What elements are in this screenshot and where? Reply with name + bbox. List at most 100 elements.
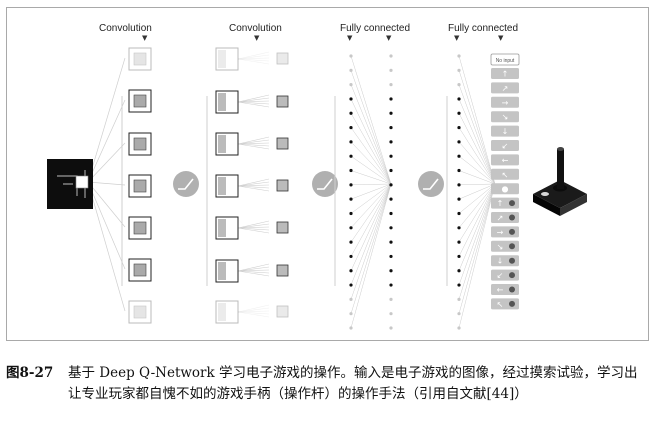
- figure-number: 图8-27: [6, 365, 54, 381]
- edge-conv2-pool: [237, 51, 270, 60]
- no-input-label: No input: [496, 58, 515, 64]
- right-arrow-key: [491, 96, 519, 108]
- fc1-node: [349, 283, 353, 287]
- fc3-node: [457, 125, 461, 130]
- edge-conv2-pool: [237, 263, 270, 272]
- fc2-node: [389, 269, 393, 273]
- fc1-node: [349, 326, 353, 330]
- edge-conv2-pool: [237, 136, 270, 145]
- edge-fc3-output: [458, 183, 496, 257]
- fc2-node: [389, 68, 393, 72]
- down-arrow-icon: ↓: [502, 127, 509, 136]
- up-right-arrow-key: [491, 82, 519, 94]
- edge-fc1-fc2: [350, 183, 392, 300]
- fc2-node: [389, 297, 393, 301]
- edge-input-conv1: [87, 181, 126, 186]
- fire-button-icon: [509, 200, 515, 207]
- edge-fc3-output: [458, 183, 496, 243]
- fire-button-icon: [509, 257, 515, 264]
- conv2-pooled-unit: [276, 264, 289, 277]
- relu-curve: [178, 178, 194, 190]
- fc2-node: [389, 154, 393, 158]
- fc2-node: [389, 183, 393, 187]
- edge-conv2-pool: [237, 57, 270, 60]
- conv1-kernel: [133, 52, 147, 66]
- edge-conv2-pool: [237, 307, 270, 313]
- fc1-node: [349, 140, 353, 144]
- edge-fc3-output: [458, 170, 496, 185]
- fc2-node: [389, 240, 393, 244]
- down-right-arrow-icon: ↘: [502, 113, 509, 122]
- relu-curve: [317, 178, 333, 190]
- edge-fc1-fc2: [350, 141, 392, 185]
- dqn-network-diagram: No input↑↗→↘↓↙←↖●↑↗→↘↓↙←↖: [47, 47, 587, 330]
- edge-conv2-pool: [237, 100, 270, 103]
- conv2-kernel: [218, 219, 226, 237]
- conv1-feature-map: [128, 47, 152, 71]
- stage-label-fully-connected-1: Fully connected: [340, 23, 411, 34]
- edge-conv2-pool: [237, 185, 270, 192]
- up-arrow-icon: ↑: [502, 70, 509, 79]
- down-left-arrow-icon: ↙: [497, 271, 504, 280]
- edge-fc3-output: [458, 55, 496, 185]
- edge-fc3-output: [458, 183, 496, 271]
- fire-button-icon: ●: [502, 185, 509, 194]
- conv2-pooled-unit: [276, 95, 289, 108]
- fc2-node: [389, 97, 393, 101]
- conv1-kernel: [133, 305, 147, 319]
- input-patch: [75, 175, 89, 189]
- edge-conv2-pool: [237, 304, 270, 313]
- fc1-node: [349, 312, 353, 316]
- up-left-arrow-icon: ↖: [502, 170, 509, 179]
- fc3-node: [457, 326, 461, 330]
- fc1-node: [349, 240, 353, 244]
- joystick-fire-button: [541, 192, 549, 196]
- edge-conv2-pool: [237, 220, 270, 229]
- conv2-kernel: [218, 135, 226, 153]
- edge-fc3-output: [458, 183, 496, 200]
- down-arrow-icon: ↓: [497, 257, 504, 266]
- edge-conv2-pool: [237, 58, 270, 65]
- stage-marker-4: ▼: [386, 34, 392, 42]
- stage-label-convolution-2: Convolution: [229, 23, 282, 34]
- edge-conv2-pool: [237, 269, 270, 272]
- stage-marker-1: ▼: [142, 34, 148, 42]
- fc3-node: [457, 168, 461, 173]
- edge-conv2-pool: [237, 101, 270, 108]
- output-action-keys: No input↑↗→↘↓↙←↖●↑↗→↘↓↙←↖: [490, 53, 520, 310]
- fc1-node: [349, 125, 353, 130]
- fc2-node: [389, 226, 393, 230]
- edge-input-conv1: [87, 181, 126, 270]
- edge-fc3-output: [458, 98, 496, 185]
- edge-fc1-fc2: [350, 183, 392, 214]
- edge-conv2-pool: [237, 270, 270, 274]
- left-arrow-icon: ←: [497, 286, 504, 295]
- edge-fc3-output: [458, 156, 496, 185]
- conv1-kernel: [133, 137, 147, 151]
- joystick-stick: [557, 149, 564, 189]
- fc3-node: [457, 183, 461, 187]
- fc3-node: [457, 197, 461, 201]
- edge-fc3-output: [458, 183, 496, 228]
- no-input-key: [490, 53, 520, 66]
- conv2-pooled-unit: [276, 52, 289, 65]
- edge-fc3-output: [458, 141, 496, 185]
- fc3-node: [457, 97, 461, 101]
- edge-fc3-output: [458, 183, 496, 286]
- fc1-node: [349, 269, 353, 273]
- fc2-node: [389, 111, 393, 115]
- edge-conv2-pool: [237, 97, 270, 103]
- fc2-node: [389, 211, 393, 216]
- figure-caption: 图8-27 基于 Deep Q-Network 学习电子游戏的操作。输入是电子游…: [6, 363, 646, 405]
- fc1-node: [349, 54, 353, 58]
- fc3-node: [457, 140, 461, 144]
- edge-fc1-fc2: [350, 183, 392, 329]
- fc1-node: [349, 111, 353, 115]
- fire-button-icon: [509, 300, 515, 307]
- edge-conv2-pool: [237, 223, 270, 229]
- right-arrow-icon: →: [502, 98, 509, 107]
- fc3-node: [457, 240, 461, 244]
- relu-curve: [423, 178, 439, 190]
- fc1-node: [349, 154, 353, 158]
- fc2-node: [389, 326, 393, 330]
